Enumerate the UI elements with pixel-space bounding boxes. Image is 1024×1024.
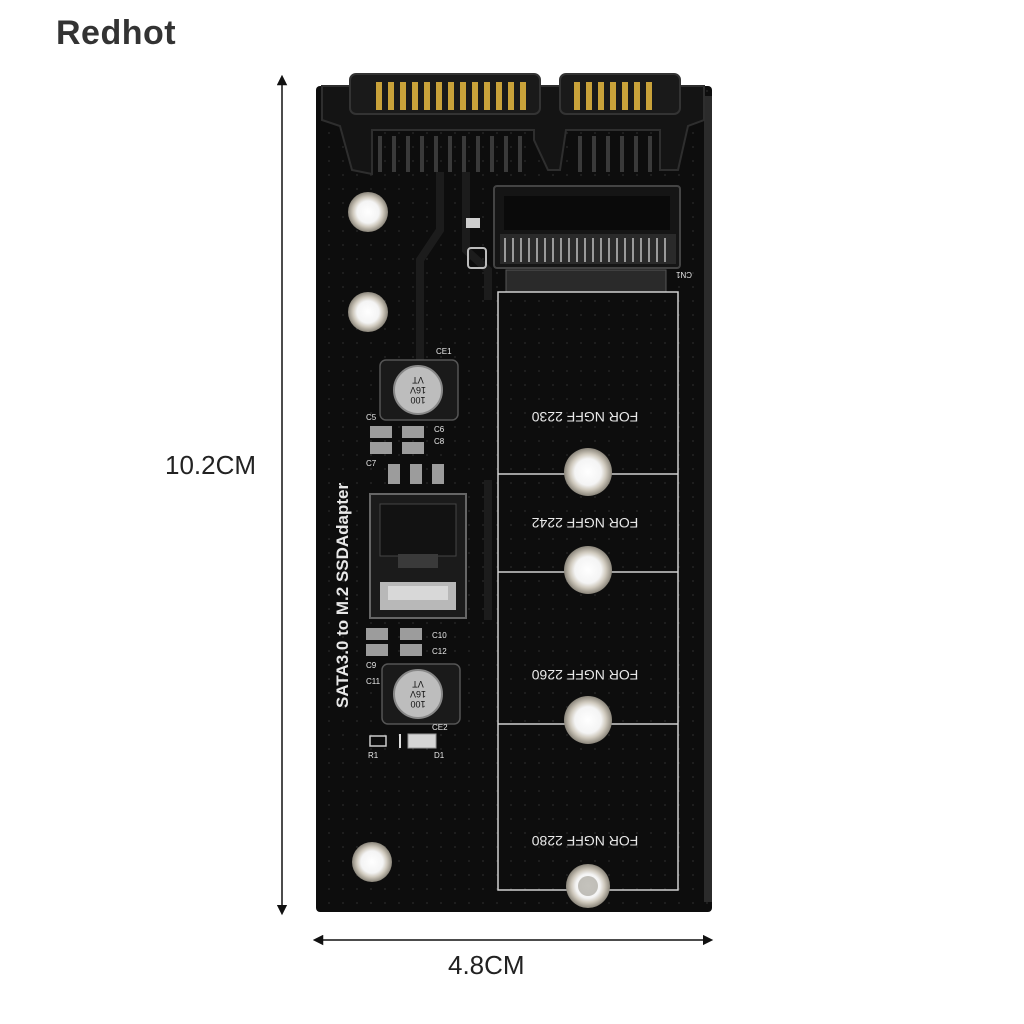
ref-c7: C7	[366, 459, 377, 468]
smd-capacitor	[467, 247, 487, 269]
connector-label: CN1	[675, 270, 692, 279]
ref-c11: C11	[366, 677, 381, 686]
ref-c10: C10	[432, 631, 447, 640]
cap-bottom-line3: VT	[412, 679, 424, 689]
standoff-hole-2230	[564, 448, 612, 496]
electrolytic-capacitor-top: 100 16V VT CE1	[379, 347, 459, 421]
brand-watermark: Redhot	[56, 14, 177, 52]
ref-d1: D1	[434, 751, 445, 760]
resistor-r1	[369, 735, 387, 747]
ref-ce2: CE2	[432, 723, 448, 732]
mounting-hole-1	[348, 192, 388, 232]
smd-capacitor-group-lower	[366, 628, 422, 656]
ref-c5: C5	[366, 413, 377, 422]
smd-resistor	[466, 218, 480, 228]
cap-bottom-line2: 16V	[410, 689, 426, 699]
slot-label-2242: FOR NGFF 2242	[532, 515, 639, 531]
board-title: SATA3.0 to M.2 SSDAdapter	[333, 482, 352, 708]
cap-top-line1: 100	[410, 395, 425, 405]
circuit-traces	[416, 172, 492, 620]
mounting-hole-2	[348, 292, 388, 332]
smd-capacitor-group-upper	[370, 426, 444, 484]
m2-connector: CN1	[493, 185, 692, 279]
gold-pins	[376, 82, 652, 110]
ssd-slot-area: FOR NGFF 2230 FOR NGFF 2242 FOR NGFF 226…	[497, 291, 679, 908]
cap-bottom-line1: 100	[410, 699, 425, 709]
ref-c12: C12	[432, 647, 447, 656]
ref-r1: R1	[368, 751, 379, 760]
ref-c8: C8	[434, 437, 445, 446]
cap-top-line3: VT	[412, 375, 424, 385]
width-dimension-label: 4.8CM	[448, 950, 525, 980]
slot-label-2280: FOR NGFF 2280	[532, 833, 639, 849]
led-d1	[407, 733, 437, 749]
sata-connector	[321, 73, 705, 176]
electrolytic-capacitor-bottom: 100 16V VT CE2	[381, 663, 461, 732]
cap-top-line2: 16V	[410, 385, 426, 395]
mounting-hole-3	[352, 842, 392, 882]
standoff-hole-2242	[564, 546, 612, 594]
ref-c6: C6	[434, 425, 445, 434]
height-dimension-label: 10.2CM	[165, 450, 257, 480]
ref-c9: C9	[366, 661, 377, 670]
slot-label-2260: FOR NGFF 2260	[532, 667, 639, 683]
ref-ce1: CE1	[436, 347, 452, 356]
slot-label-2230: FOR NGFF 2230	[532, 409, 639, 425]
contact-pad	[505, 269, 667, 293]
standoff-hole-2260	[564, 696, 612, 744]
voltage-regulator-chip	[369, 493, 467, 619]
